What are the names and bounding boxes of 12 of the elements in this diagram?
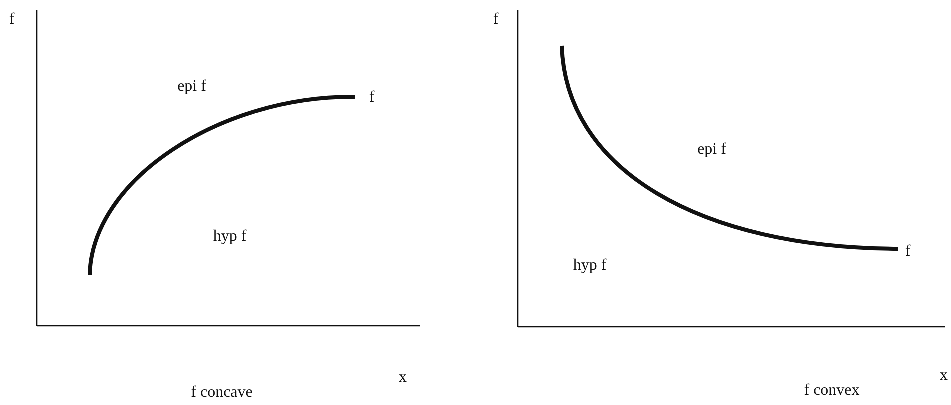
region-label: hyp f [573,257,607,275]
axis-label: f [493,11,499,29]
axis-label: x [399,369,407,387]
region-label: hyp f [213,228,247,246]
panel-caption: f concave [191,384,253,402]
curve-label: f [905,243,911,261]
region-label: epi f [178,78,206,96]
axis-label: f [9,11,15,29]
region-label: epi f [698,141,726,159]
panel-caption: f convex [804,382,860,400]
axis-label: x [940,367,948,385]
curve-label: f [369,89,375,107]
